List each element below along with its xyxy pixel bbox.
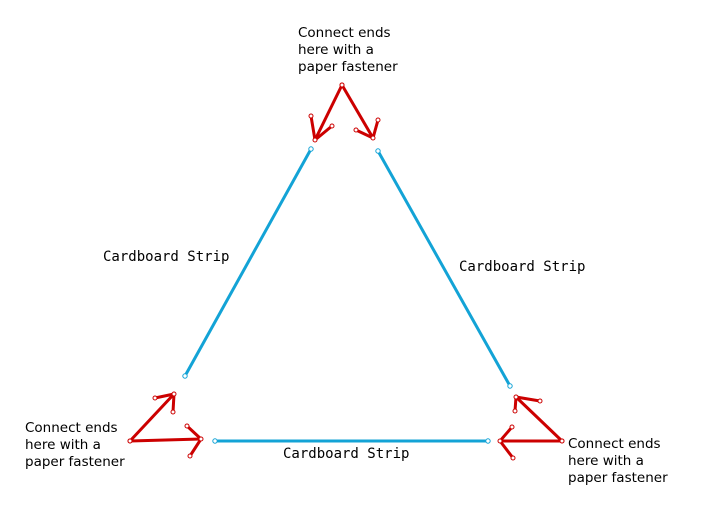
arrow-bl-right-barb-1 <box>185 424 203 441</box>
red-arrow-icon <box>308 82 345 143</box>
strip-left-end-b <box>182 373 188 379</box>
strip-label-left: Cardboard Strip <box>103 249 230 265</box>
arrow-top-right-barb-2 <box>371 118 380 140</box>
endpoint-dot-icon <box>171 391 177 397</box>
endpoint-dot-icon <box>559 438 565 444</box>
note-bottom-right-line-2: here with a <box>568 453 644 469</box>
note-bottom-right-line-3: paper fastener <box>568 470 668 486</box>
endpoint-dot-icon <box>497 438 503 444</box>
note-bottom-right: Connect ends here with a paper fastener <box>568 436 668 487</box>
endpoint-dot-icon <box>339 82 345 88</box>
arrow-br-up-barb-1 <box>514 395 542 403</box>
arrow-bl-up-barb-2 <box>171 392 176 414</box>
red-arrow-icon <box>127 391 177 444</box>
strip-label-right: Cardboard Strip <box>459 259 586 275</box>
note-top: Connect ends here with a paper fastener <box>298 25 398 76</box>
arrow-bl-up-shaft <box>128 392 176 443</box>
endpoint-dot-icon <box>170 409 176 415</box>
red-arrow-icon <box>339 82 381 141</box>
strip-bottom-end-b <box>485 438 491 444</box>
endpoint-dot-icon <box>375 117 381 123</box>
endpoint-dot-icon <box>308 113 314 119</box>
arrow-top-left-barb-2 <box>313 124 334 142</box>
arrow-bl-right-barb-2 <box>188 437 203 458</box>
arrow-top-left-barb-1 <box>309 114 317 142</box>
endpoint-dot-icon <box>510 455 516 461</box>
red-arrow-icon <box>127 423 204 459</box>
arrow-bl-up-barb-1 <box>153 392 176 400</box>
strip-right-end-a <box>375 148 381 154</box>
arrow-bl-right-shaft <box>128 437 203 443</box>
arrow-br-up-shaft <box>514 395 564 443</box>
endpoint-dot-icon <box>187 453 193 459</box>
arrow-top-right-shaft <box>340 83 375 140</box>
note-top-line-2: here with a <box>298 42 374 58</box>
note-bottom-left: Connect ends here with a paper fastener <box>25 420 125 471</box>
strip-right-end-b <box>507 383 513 389</box>
arrow-top-right-barb-1 <box>354 128 375 140</box>
endpoint-dot-icon <box>198 436 204 442</box>
strip-left-end-a <box>308 146 314 152</box>
note-bottom-left-line-1: Connect ends <box>25 420 118 436</box>
note-top-line-3: paper fastener <box>298 59 398 75</box>
note-bottom-left-line-2: here with a <box>25 437 101 453</box>
note-top-line-1: Connect ends <box>298 25 391 41</box>
endpoint-dot-icon <box>312 137 318 143</box>
endpoint-dot-icon <box>513 394 519 400</box>
red-arrow-icon <box>497 424 565 461</box>
endpoint-dot-icon <box>353 127 359 133</box>
arrow-br-left-barb-1 <box>498 425 514 443</box>
strip-label-bottom: Cardboard Strip <box>283 446 410 462</box>
strip-left <box>183 147 313 378</box>
endpoint-dot-icon <box>127 438 133 444</box>
endpoint-dot-icon <box>329 123 335 129</box>
endpoint-dot-icon <box>537 398 543 404</box>
note-bottom-right-line-1: Connect ends <box>568 436 661 452</box>
strip-right <box>376 149 512 388</box>
strip-bottom-end-a <box>212 438 218 444</box>
arrow-br-left-barb-2 <box>498 439 515 460</box>
note-bottom-left-line-3: paper fastener <box>25 454 125 470</box>
endpoint-dot-icon <box>152 395 158 401</box>
endpoint-dot-icon <box>184 423 190 429</box>
red-arrow-icon <box>512 394 565 444</box>
endpoint-dot-icon <box>509 424 515 430</box>
endpoint-dot-icon <box>370 135 376 141</box>
endpoint-dot-icon <box>512 408 518 414</box>
arrow-top-left-shaft <box>313 83 344 142</box>
